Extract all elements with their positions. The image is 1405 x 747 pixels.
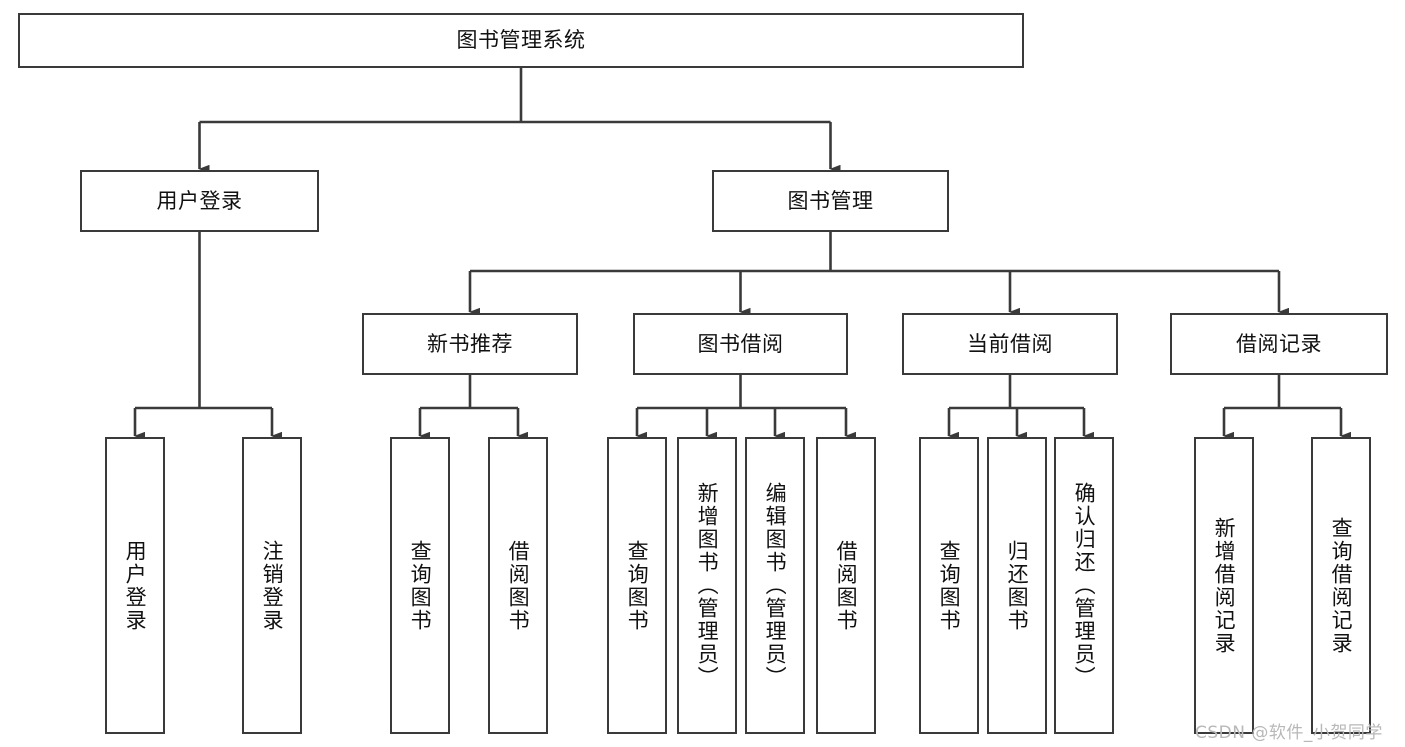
node-leaf-add-rec[interactable]: 新增借阅记录 [1194, 437, 1254, 734]
node-current-borrow[interactable]: 当前借阅 [902, 313, 1118, 375]
node-leaf-return[interactable]: 归还图书 [987, 437, 1047, 734]
node-label: 查询图书 [408, 539, 433, 632]
node-label: 借阅图书 [834, 539, 859, 632]
node-label: 编辑图书（管理员） [763, 482, 788, 689]
node-leaf-query-3[interactable]: 查询图书 [919, 437, 979, 734]
node-label: 查询图书 [625, 539, 650, 632]
node-label: 新增借阅记录 [1212, 516, 1237, 655]
node-label: 图书管理 [787, 188, 874, 213]
node-borrow-record[interactable]: 借阅记录 [1170, 313, 1388, 375]
node-label: 当前借阅 [967, 331, 1053, 356]
node-leaf-add-book[interactable]: 新增图书（管理员） [677, 437, 737, 734]
node-user-login[interactable]: 用户登录 [80, 170, 319, 232]
node-leaf-confirm[interactable]: 确认归还（管理员） [1054, 437, 1114, 734]
node-root[interactable]: 图书管理系统 [18, 13, 1024, 68]
connector-lines [133, 68, 1351, 441]
node-label: 确认归还（管理员） [1072, 482, 1097, 689]
node-leaf-borrow-1[interactable]: 借阅图书 [488, 437, 548, 734]
node-label: 图书管理系统 [456, 28, 586, 53]
node-leaf-user-login[interactable]: 用户登录 [105, 437, 165, 734]
node-label: 查询借阅记录 [1329, 516, 1354, 655]
node-label: 用户登录 [156, 188, 243, 213]
node-leaf-edit-book[interactable]: 编辑图书（管理员） [745, 437, 805, 734]
node-label: 查询图书 [937, 539, 962, 632]
node-label: 新增图书（管理员） [695, 482, 720, 689]
node-leaf-borrow-2[interactable]: 借阅图书 [816, 437, 876, 734]
node-book-borrow[interactable]: 图书借阅 [633, 313, 848, 375]
node-label: 新书推荐 [427, 331, 513, 356]
node-leaf-query-rec[interactable]: 查询借阅记录 [1311, 437, 1371, 734]
node-leaf-query-2[interactable]: 查询图书 [607, 437, 667, 734]
node-leaf-logout[interactable]: 注销登录 [242, 437, 302, 734]
node-label: 注销登录 [260, 539, 285, 632]
node-leaf-query-1[interactable]: 查询图书 [390, 437, 450, 734]
node-label: 图书借阅 [697, 331, 784, 356]
node-label: 归还图书 [1005, 539, 1030, 632]
node-label: 用户登录 [123, 539, 148, 632]
node-label: 借阅记录 [1236, 331, 1322, 356]
watermark-text: CSDN @软件_小贺同学 [1195, 723, 1383, 743]
node-label: 借阅图书 [506, 539, 531, 632]
node-new-book-rec[interactable]: 新书推荐 [362, 313, 578, 375]
node-book-manage[interactable]: 图书管理 [712, 170, 949, 232]
